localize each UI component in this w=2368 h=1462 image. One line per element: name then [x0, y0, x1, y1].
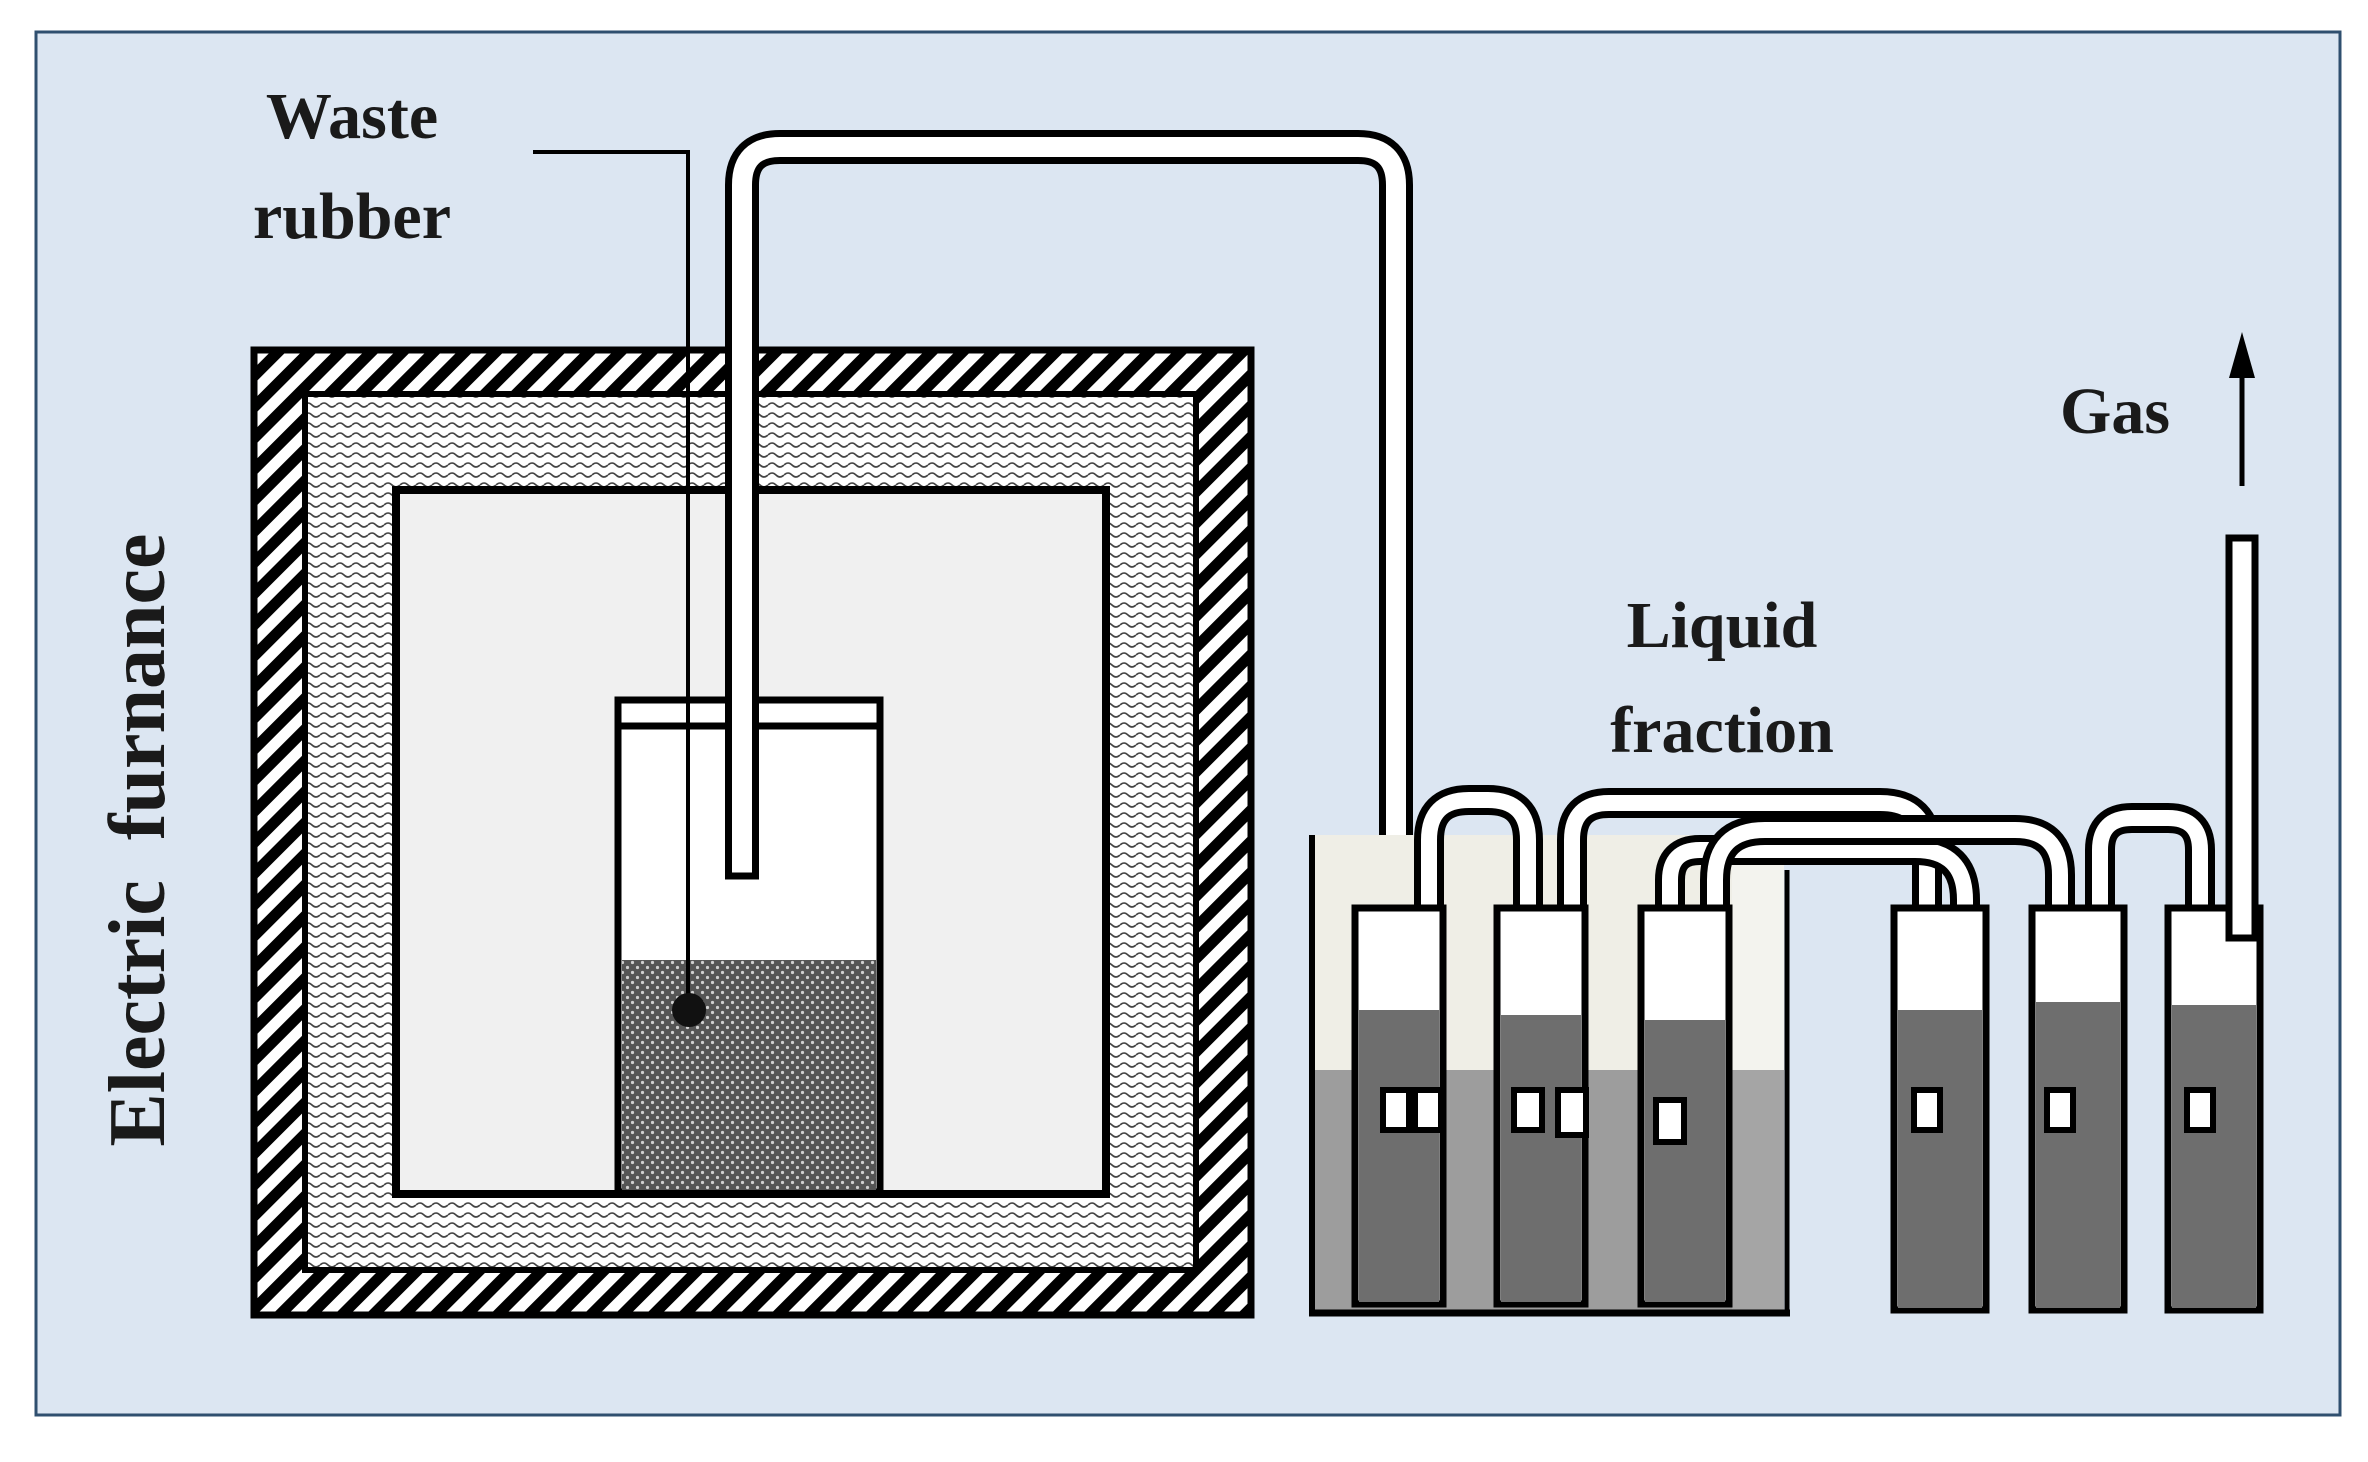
reactor-vessel [614, 696, 884, 1196]
collection-tubes [1351, 904, 2264, 1314]
waste-rubber-label-line2: rubber [253, 180, 451, 253]
gas-arrow-icon [2229, 332, 2255, 486]
gas-label: Gas [2060, 375, 2170, 448]
gas-outlet-tube [2225, 534, 2259, 942]
waste-rubber-leader-line [533, 150, 690, 1006]
liquid-fraction-label-line2: fraction [1610, 694, 1834, 767]
waste-rubber-label-line1: Waste [266, 80, 438, 153]
connecting-pipes [1414, 785, 2215, 1140]
thermocouple-tip [672, 993, 706, 1027]
dip-tubes [1380, 1087, 2216, 1145]
liquid-fraction-label-line1: Liquid [1627, 589, 1818, 662]
collection-tube-4 [1890, 904, 1990, 1314]
electric-furnace-label: Electric furnance [94, 533, 182, 1146]
collection-tube-5 [2028, 904, 2128, 1314]
reactor-charge [622, 960, 876, 1190]
